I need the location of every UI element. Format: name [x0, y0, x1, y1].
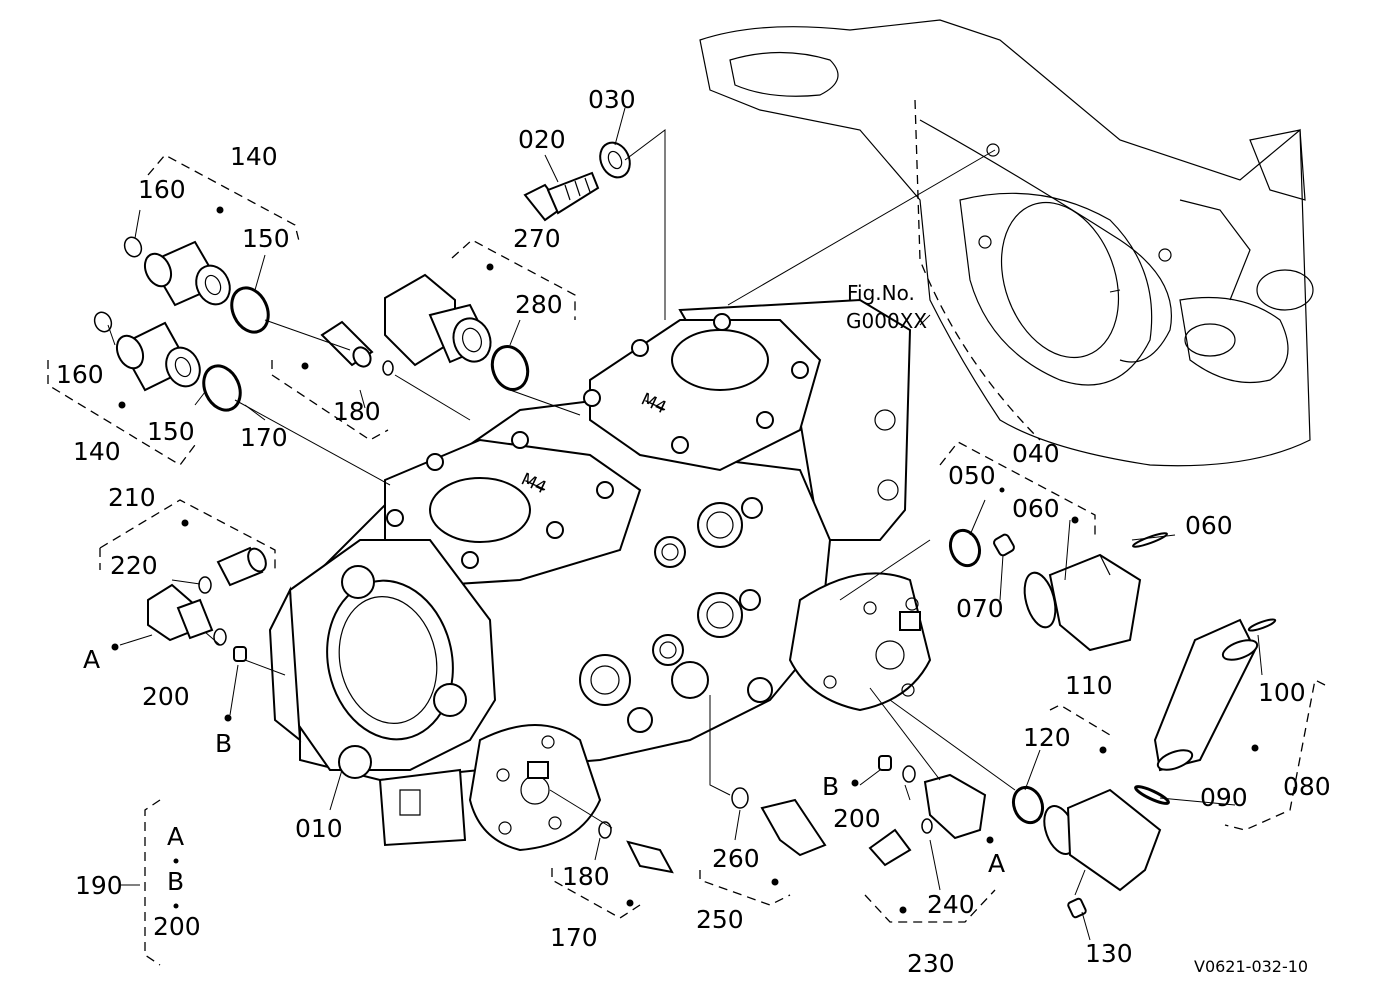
part-060-fitting: [1023, 553, 1142, 652]
cover-bolts: [386, 313, 809, 569]
part-220-oring: [198, 576, 212, 594]
part-110-fitting: [1043, 788, 1162, 892]
part-270-fitting: [384, 273, 492, 367]
part-250-fitting: [760, 798, 827, 857]
callout-130: 130: [1085, 939, 1133, 968]
callout-160-lower: 160: [56, 360, 104, 389]
transmission-housing: [699, 19, 1314, 467]
callout-170-upper: 170: [240, 423, 288, 452]
part-060-oring: [1132, 532, 1168, 548]
part-230-nipple: [868, 828, 912, 867]
callout-A-left: A: [83, 645, 100, 674]
figure-ref-line2: G000XX: [846, 309, 927, 333]
leader-lines: [107, 107, 1263, 941]
callout-020: 020: [518, 125, 566, 154]
callout-labels: 030 020 140 160 150 270 280 160 180 150 …: [56, 85, 1331, 978]
callout-B-right: B: [822, 772, 839, 801]
callout-050: 050: [948, 461, 996, 490]
part-210-nipple: [216, 546, 267, 587]
callout-040: 040: [1012, 439, 1060, 468]
callout-150-lower: 150: [147, 417, 195, 446]
callout-070: 070: [956, 594, 1004, 623]
callout-220: 220: [110, 551, 158, 580]
callout-090: 090: [1200, 783, 1248, 812]
callout-200-right: 200: [833, 804, 881, 833]
callout-260: 260: [712, 844, 760, 873]
callout-A-right: A: [988, 849, 1005, 878]
part-080-filter: [1153, 618, 1259, 772]
callout-200-left: 200: [142, 682, 190, 711]
part-100-oring: [1247, 618, 1277, 632]
callout-010: 010: [295, 814, 343, 843]
part-A-adapter-right: [923, 773, 987, 840]
callout-150-upper: 150: [242, 224, 290, 253]
part-240-oring: [921, 818, 933, 834]
callout-250: 250: [696, 905, 744, 934]
part-260-oring: [731, 787, 749, 809]
part-140-upper-fitting: [143, 240, 231, 307]
kit-190-line2: B: [167, 867, 184, 896]
callout-270: 270: [513, 224, 561, 253]
callout-230: 230: [907, 949, 955, 978]
callout-240: 240: [927, 890, 975, 919]
callout-030: 030: [588, 85, 636, 114]
part-A-adapter-left: [147, 583, 214, 642]
leader-dots: [111, 206, 1259, 914]
part-160-upper-oring: [123, 236, 143, 258]
part-020-bolt: [523, 171, 600, 222]
part-180-upper-fitting: [320, 320, 394, 376]
callout-120: 120: [1023, 723, 1071, 752]
callout-210: 210: [108, 483, 156, 512]
part-030-washer: [599, 141, 631, 179]
callout-060-b: 060: [1185, 511, 1233, 540]
callout-170-lower: 170: [550, 923, 598, 952]
part-170-lower-fitting: [626, 840, 674, 874]
part-090-oring: [1134, 785, 1170, 805]
callout-140-lower: 140: [73, 437, 121, 466]
part-B-plug-right: [878, 755, 892, 771]
part-050-oring: [948, 528, 982, 568]
callout-140-upper: 140: [230, 142, 278, 171]
drawing-code: V0621-032-10: [1194, 957, 1308, 976]
callout-280: 280: [515, 290, 563, 319]
part-070-plug: [993, 533, 1015, 557]
part-120-oring: [1011, 785, 1045, 825]
part-130-plug: [1067, 897, 1087, 919]
part-200-oring-right: [902, 765, 916, 783]
right-regulator: [788, 572, 932, 712]
callout-B-left: B: [215, 729, 232, 758]
part-200-oring-left: [213, 628, 227, 646]
part-150-upper-oring: [230, 286, 270, 334]
callout-100: 100: [1258, 678, 1306, 707]
callout-160-upper: 160: [138, 175, 186, 204]
lower-regulator: [468, 724, 602, 852]
callout-110: 110: [1065, 671, 1113, 700]
callout-180-upper: 180: [333, 397, 381, 426]
figure-ref-line1: Fig.No.: [847, 281, 915, 305]
part-B-plug-left: [233, 646, 247, 662]
kit-190-line1: A: [167, 822, 184, 851]
part-140-lower-fitting: [115, 321, 201, 392]
callout-190: 190: [75, 871, 123, 900]
part-280-oring: [490, 345, 530, 391]
callout-060-a: 060: [1012, 494, 1060, 523]
figure-reference: Fig.No. G000XX: [846, 281, 927, 333]
callout-180-lower: 180: [562, 862, 610, 891]
kit-brackets: [47, 154, 1326, 966]
callout-080: 080: [1283, 772, 1331, 801]
part-180-lower-oring: [598, 821, 612, 839]
kit-190-line3: 200: [153, 912, 201, 941]
part-160-lower-oring: [93, 311, 113, 333]
part-150-lower-oring: [202, 364, 242, 412]
front-flange: [268, 539, 497, 847]
